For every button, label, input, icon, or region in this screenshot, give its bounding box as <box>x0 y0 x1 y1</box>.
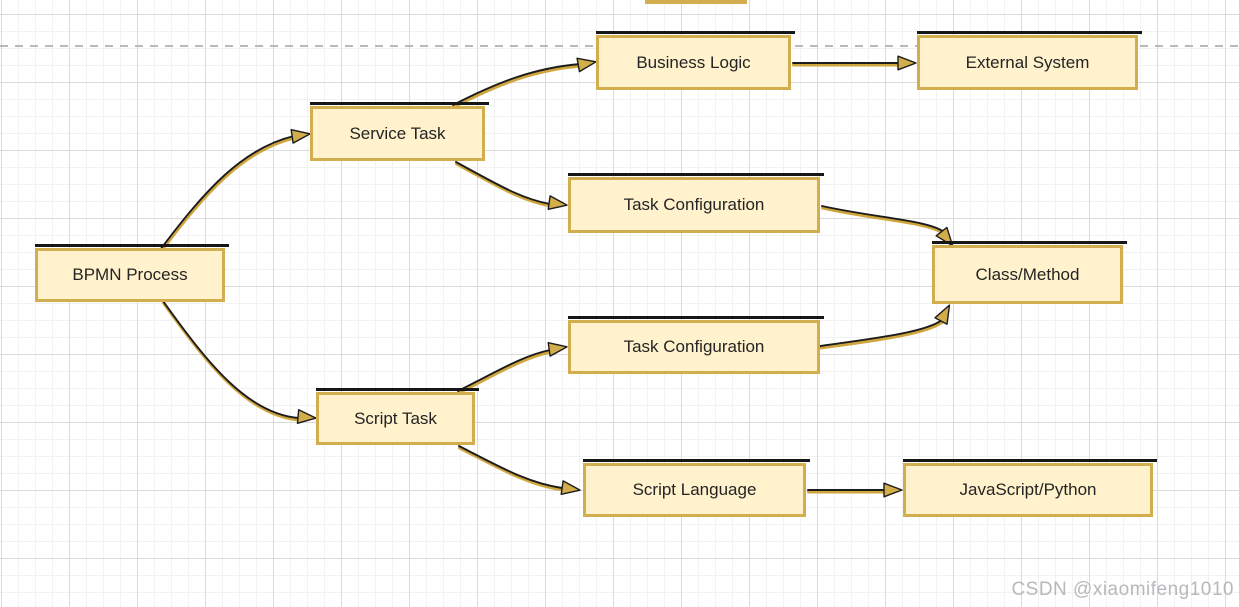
edge-script-lang-to-js-python <box>807 482 903 498</box>
edge-service-to-task-config-top <box>455 161 568 211</box>
node-label: JavaScript/Python <box>959 480 1097 499</box>
arrowhead-icon <box>897 55 917 71</box>
arrowhead-icon <box>290 128 311 144</box>
edge-script-to-script-language <box>458 445 581 496</box>
node-business-logic[interactable]: Business Logic <box>596 31 795 90</box>
edge-service-to-business-logic <box>452 57 597 109</box>
arrowhead-icon <box>547 195 568 211</box>
node-javascript-python[interactable]: JavaScript/Python <box>903 459 1157 517</box>
arrowhead-icon <box>296 409 317 424</box>
edge-bpmn-to-service <box>159 128 311 254</box>
node-label: Script Language <box>632 480 757 499</box>
arrowhead-icon <box>560 480 581 496</box>
node-bpmn-process[interactable]: BPMN Process <box>35 244 229 302</box>
edge-script-to-task-config-bot <box>457 341 568 395</box>
arrowhead-icon <box>547 341 568 357</box>
csdn-watermark: CSDN @xiaomifeng1010 <box>1011 579 1234 600</box>
edge-task-config-bot-to-class <box>819 304 951 350</box>
node-label: Service Task <box>349 123 446 143</box>
node-label: Class/Method <box>975 264 1080 284</box>
arrowhead-icon <box>934 304 951 325</box>
edge-bpmn-to-script <box>162 300 317 424</box>
arrowhead-icon <box>883 482 903 498</box>
edge-business-to-external <box>792 55 917 71</box>
node-label: Task Configuration <box>623 195 765 214</box>
node-script-task[interactable]: Script Task <box>316 388 479 445</box>
node-label: BPMN Process <box>72 265 188 284</box>
node-script-language[interactable]: Script Language <box>583 459 810 517</box>
node-label: Business Logic <box>636 52 751 72</box>
node-external-system[interactable]: External System <box>917 31 1142 90</box>
node-task-configuration-top[interactable]: Task Configuration <box>568 173 824 233</box>
clipped-box-top-edge <box>645 0 747 4</box>
node-task-configuration-bottom[interactable]: Task Configuration <box>568 316 824 374</box>
node-label: Task Configuration <box>623 337 765 356</box>
node-label: External System <box>965 52 1090 72</box>
arrowhead-icon <box>576 57 597 73</box>
node-service-task[interactable]: Service Task <box>310 102 489 161</box>
node-class-method[interactable]: Class/Method <box>932 241 1127 304</box>
node-label: Script Task <box>354 408 437 428</box>
